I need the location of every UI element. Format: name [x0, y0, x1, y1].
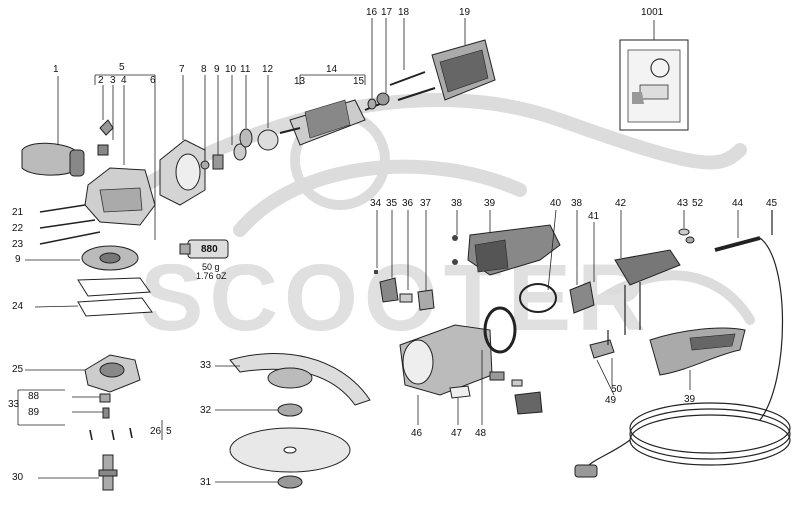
part-label: 37 — [420, 198, 432, 209]
part-label: 43 — [677, 198, 689, 209]
part-label: 46 — [411, 428, 423, 439]
part-label: 34 — [370, 198, 382, 209]
power-cord — [584, 210, 791, 471]
part-label: 19 — [459, 7, 471, 18]
part-label: 24 — [12, 301, 24, 312]
part-label: 26 — [150, 426, 162, 437]
part-label: 8 — [201, 64, 207, 75]
part-label: 1001 — [641, 7, 664, 18]
part-label: 30 — [12, 472, 24, 483]
part-label: 6 — [150, 75, 156, 86]
part-label: 22 — [12, 223, 24, 234]
part-label: 31 — [200, 477, 212, 488]
part-label: 12 — [262, 64, 274, 75]
part-label: 11 — [240, 64, 251, 75]
part-label: 17 — [381, 7, 393, 18]
tube-weight-g: 50 g — [202, 262, 220, 272]
part-label: 48 — [475, 428, 487, 439]
part-label: 88 — [28, 391, 40, 402]
part-label: 5 — [119, 62, 125, 73]
part-label: 9 — [15, 254, 21, 265]
part-label: 16 — [366, 7, 378, 18]
tube-weight-oz: 1.76 oZ — [196, 271, 227, 281]
part-label: 35 — [386, 198, 398, 209]
part-label: 18 — [398, 7, 410, 18]
part-label: 89 — [28, 407, 40, 418]
part-label: 3 — [110, 75, 116, 86]
part-label: 33 — [8, 399, 20, 410]
part-label: 42 — [615, 198, 627, 209]
part-label: 4 — [121, 75, 127, 86]
part-label: 25 — [12, 364, 24, 375]
side-handle — [21, 76, 85, 177]
tube-label: 880 — [201, 244, 218, 255]
part-label: 7 — [179, 64, 185, 75]
gear-housing — [84, 74, 156, 240]
part-label: 1 — [53, 64, 59, 75]
part-label: 39 — [484, 198, 496, 209]
part-label: 9 — [214, 64, 220, 75]
part-label: 33 — [200, 360, 212, 371]
part-label: 2 — [98, 75, 104, 86]
part-label: 39 — [684, 394, 696, 405]
part-label: 44 — [732, 198, 744, 209]
part-label: 14 — [326, 64, 338, 75]
part-label: 52 — [692, 198, 704, 209]
part-label: 50 — [611, 384, 623, 395]
part-label: 38 — [571, 198, 583, 209]
inset-box-1001 — [619, 20, 689, 131]
part-label: 38 — [451, 198, 463, 209]
part-label: 36 — [402, 198, 414, 209]
watermark-logo — [113, 92, 755, 325]
part-label: 21 — [12, 207, 24, 218]
part-label: 15 — [353, 76, 365, 87]
part-label: 10 — [225, 64, 237, 75]
stator — [431, 18, 496, 101]
part-label: 47 — [451, 428, 463, 439]
part-label: 40 — [550, 198, 562, 209]
part-label: 45 — [766, 198, 778, 209]
part-label: 49 — [605, 395, 617, 406]
part-label: 32 — [200, 405, 212, 416]
part-label: 13 — [294, 76, 306, 87]
part-label: 23 — [12, 239, 24, 250]
part-label: 41 — [588, 211, 600, 222]
part-label: 5 — [166, 426, 172, 437]
